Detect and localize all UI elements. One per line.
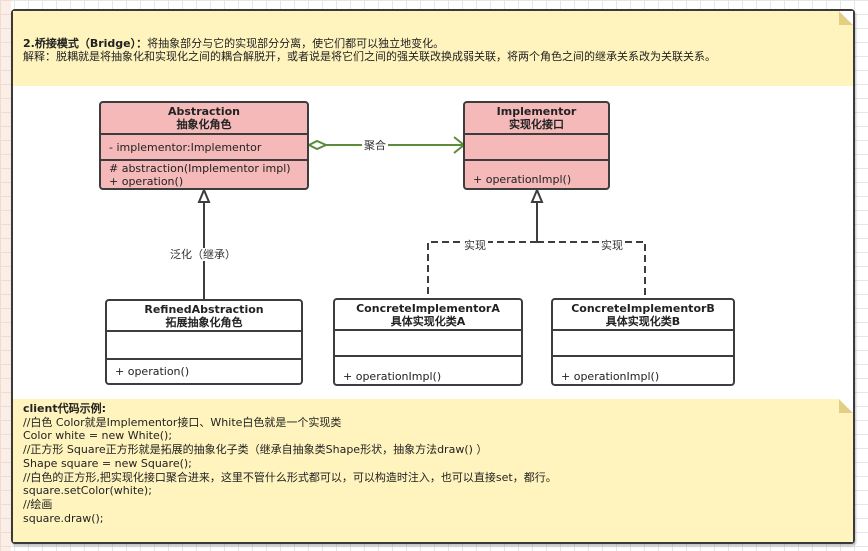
- class-implementor[interactable]: Implementor 实现化接口 + operationImpl(): [463, 101, 610, 190]
- class-methods: + operationImpl(): [465, 161, 608, 186]
- note-title: 2.桥接模式（Bridge）：: [23, 37, 148, 50]
- note-title-desc: 将抽象部分与它的实现部分分离，使它们都可以独立地变化。: [147, 37, 445, 50]
- code-line: //绘画: [23, 497, 53, 511]
- method: + operation(): [109, 175, 184, 188]
- top-note[interactable]: 2.桥接模式（Bridge）：将抽象部分与它的实现部分分离，使它们都可以独立地变…: [13, 11, 853, 86]
- class-header: ConcreteImplementorA 具体实现化类A: [335, 300, 521, 331]
- class-abstraction[interactable]: Abstraction 抽象化角色 - implementor:Implemen…: [99, 101, 309, 190]
- class-concrete-implementor-b[interactable]: ConcreteImplementorB 具体实现化类B + operation…: [551, 298, 735, 386]
- code-line: Color white = new White();: [23, 429, 173, 443]
- class-attributes: [107, 332, 301, 360]
- canvas-left-margin: [0, 0, 11, 551]
- class-name: RefinedAbstraction: [144, 303, 264, 316]
- class-attributes: [465, 135, 608, 161]
- class-subtitle: 具体实现化类A: [390, 315, 466, 328]
- class-methods: + operation(): [107, 360, 301, 378]
- class-methods: # abstraction(Implementor impl) + operat…: [101, 161, 307, 188]
- realization-a-label: 实现: [462, 239, 488, 252]
- class-header: Implementor 实现化接口: [465, 103, 608, 135]
- aggregation-label: 聚合: [362, 139, 388, 152]
- class-subtitle: 拓展抽象化角色: [165, 316, 243, 329]
- generalization-label: 泛化（继承）: [168, 248, 238, 261]
- method: # abstraction(Implementor impl): [109, 162, 291, 175]
- class-subtitle: 实现化接口: [509, 118, 564, 131]
- class-header: RefinedAbstraction 拓展抽象化角色: [107, 301, 301, 332]
- class-name: ConcreteImplementorB: [571, 302, 715, 315]
- class-name: Abstraction: [168, 105, 240, 118]
- class-concrete-implementor-a[interactable]: ConcreteImplementorA 具体实现化类A + operation…: [333, 298, 523, 386]
- top-note-text: 2.桥接模式（Bridge）：将抽象部分与它的实现部分分离，使它们都可以独立地变…: [23, 37, 716, 64]
- note-explain-text: 脱耦就是将抽象化和实现化之间的耦合解脱开，或者说是将它们之间的强关联改换成弱关联…: [56, 49, 716, 63]
- class-name: ConcreteImplementorA: [356, 302, 500, 315]
- method: + operationImpl(): [343, 370, 442, 383]
- code-line: square.draw();: [23, 511, 104, 525]
- class-name: Implementor: [496, 105, 577, 118]
- method: + operationImpl(): [473, 173, 572, 186]
- code-line: //正方形 Square正方形就是拓展的抽象化子类（继承自抽象类Shape形状，…: [23, 443, 488, 457]
- class-attributes: - implementor:Implementor: [101, 135, 307, 161]
- class-subtitle: 抽象化角色: [176, 118, 232, 131]
- code-line: //白色的正方形,把实现化接口聚合进来，这里不管什么形式都可以，可以构造时注入，…: [23, 470, 557, 484]
- note-title-line: 2.桥接模式（Bridge）：将抽象部分与它的实现部分分离，使它们都可以独立地变…: [23, 37, 716, 51]
- code-line: //白色 Color就是Implementor接口、White白色就是一个实现类: [23, 415, 342, 429]
- class-methods: + operationImpl(): [553, 357, 733, 383]
- method: + operation(): [115, 365, 190, 378]
- class-header: ConcreteImplementorB 具体实现化类B: [553, 300, 733, 331]
- note-fold-corner: [839, 399, 853, 413]
- code-line: square.setColor(white);: [23, 484, 152, 498]
- class-subtitle: 具体实现化类B: [605, 315, 681, 328]
- note-explain-line: 解释：脱耦就是将抽象化和实现化之间的耦合解脱开，或者说是将它们之间的强关联改换成…: [23, 49, 716, 64]
- code-line: Shape square = new Square();: [23, 456, 192, 470]
- note-explain-label: 解释：: [23, 49, 56, 63]
- class-attributes: [335, 331, 521, 357]
- diagram-frame[interactable]: 2.桥接模式（Bridge）：将抽象部分与它的实现部分分离，使它们都可以独立地变…: [11, 9, 855, 544]
- client-code-text: client代码示例: //白色 Color就是Implementor接口、Wh…: [23, 402, 557, 525]
- method: + operationImpl(): [561, 370, 660, 383]
- client-code-title: client代码示例:: [23, 402, 107, 415]
- attribute: - implementor:Implementor: [109, 141, 262, 154]
- class-header: Abstraction 抽象化角色: [101, 103, 307, 135]
- note-fold-corner: [839, 11, 853, 25]
- class-methods: + operationImpl(): [335, 357, 521, 383]
- client-code-note[interactable]: client代码示例: //白色 Color就是Implementor接口、Wh…: [13, 399, 853, 542]
- class-attributes: [553, 331, 733, 357]
- realization-b-label: 实现: [599, 239, 625, 252]
- class-refined-abstraction[interactable]: RefinedAbstraction 拓展抽象化角色 + operation(): [105, 299, 303, 385]
